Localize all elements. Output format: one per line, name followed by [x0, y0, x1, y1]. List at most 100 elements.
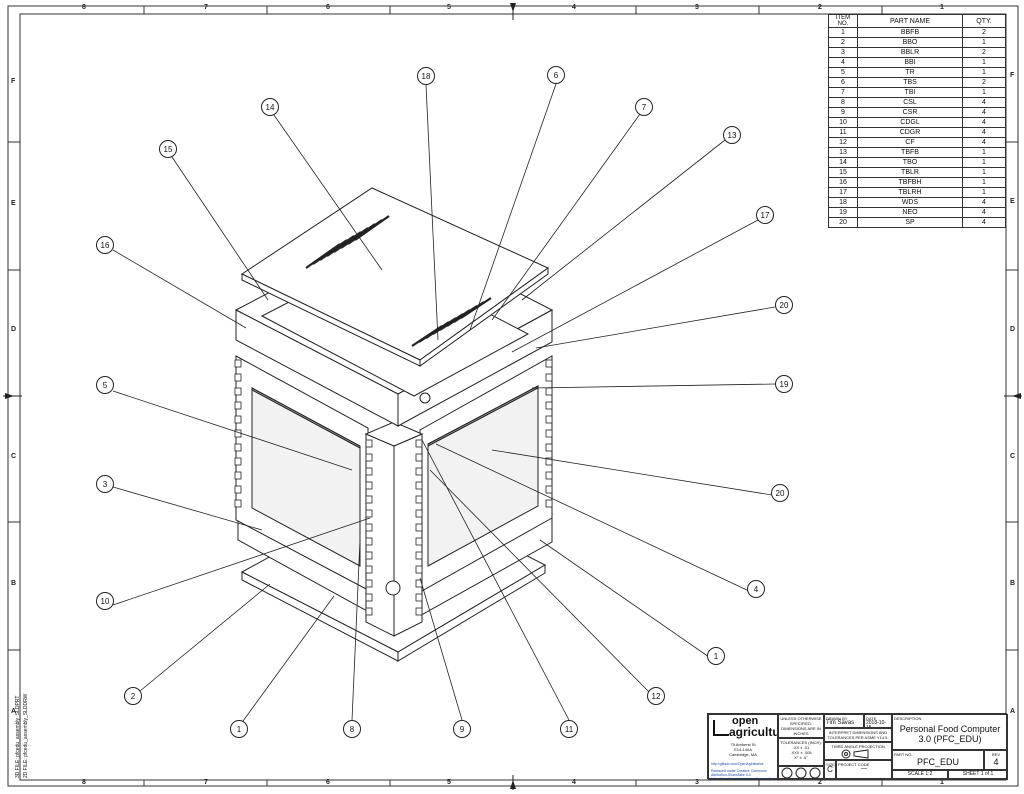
edge-tab	[365, 439, 373, 448]
license-text: Released under Creative Commons Attribut…	[711, 769, 775, 780]
license-icons	[778, 766, 824, 780]
callout-balloon: 19	[775, 375, 793, 393]
bom-item: 14	[828, 157, 858, 168]
open-agriculture-logo-icon	[713, 720, 729, 736]
castellation-tabs	[234, 359, 553, 616]
drawn-by-value: Tim Savas	[826, 720, 855, 726]
bom-part: BBI	[857, 57, 963, 68]
callout-leader-line	[242, 595, 335, 722]
bom-part: CDGL	[857, 117, 963, 128]
zone-row-label: F	[1010, 72, 1015, 79]
callout-balloon: 5	[96, 376, 114, 394]
bom-item: 15	[828, 167, 858, 178]
callout-balloon: 7	[635, 98, 653, 116]
edge-tab	[545, 373, 553, 382]
edge-tab	[545, 499, 553, 508]
projection-label: THIRD ANGLE PROJECTION	[831, 744, 885, 749]
zone-col-label: 1	[940, 779, 944, 786]
title-block: open agriculture 75 Amherst St E14-140A …	[707, 713, 1008, 780]
bom-header-item: ITEM NO.	[828, 14, 858, 28]
callout-balloon: 3	[96, 475, 114, 493]
zone-row-label: A	[1010, 708, 1016, 715]
callout-leader-line	[521, 139, 726, 301]
zone-col-label: 4	[572, 4, 576, 11]
zone-col-label: 2	[818, 779, 822, 786]
edge-tab	[415, 439, 423, 448]
bom-item: 17	[828, 187, 858, 198]
corner-column-left-face	[365, 433, 395, 637]
callout-leader-line	[421, 439, 570, 721]
zone-row-label: F	[11, 78, 16, 85]
third-angle-projection-icon	[841, 749, 869, 759]
leader-lines	[112, 83, 776, 722]
callout-leader-line	[171, 156, 269, 301]
callout-leader-line	[435, 443, 750, 592]
bom-item: 19	[828, 207, 858, 218]
edge-tab	[234, 499, 242, 508]
callout-leader-line	[429, 469, 650, 693]
bom-part: CDGR	[857, 127, 963, 138]
callout-balloon: 1	[707, 647, 725, 665]
bom-part: NEO	[857, 207, 963, 218]
bom-header-qty: QTY.	[962, 14, 1006, 28]
file-note-2d: 2D FILE: pfcedu_assembly_SLDDRW	[23, 693, 29, 778]
edge-tab	[365, 607, 373, 616]
bom-item: 9	[828, 107, 858, 118]
bom-qty: 1	[962, 177, 1006, 188]
edge-tab	[234, 443, 242, 452]
bom-part: TBS	[857, 77, 963, 88]
callout-leader-line	[273, 114, 383, 271]
zone-row-label: C	[11, 453, 17, 460]
github-link[interactable]: http://github.com/OpenAgInitiative	[711, 762, 764, 766]
bom-part: TBO	[857, 157, 963, 168]
zone-row-label: E	[11, 200, 16, 207]
bom-item: 7	[828, 87, 858, 98]
unless-specified: UNLESS OTHERWISE SPECIFIED: DIMENSIONS A…	[778, 714, 824, 738]
callout-balloon: 10	[96, 592, 114, 610]
bom-qty: 4	[962, 137, 1006, 148]
edge-tab	[545, 443, 553, 452]
tolerances-cell: TOLERANCES (INCH): .XX ± .01 .XXX ± .005…	[778, 738, 824, 766]
bom-qty: 1	[962, 187, 1006, 198]
size-cell: SIZE C	[824, 760, 836, 780]
edge-tab	[234, 429, 242, 438]
callout-leader-line	[112, 249, 247, 329]
date-label: DATE	[866, 716, 877, 721]
bom-qty: 1	[962, 87, 1006, 98]
logo-text-top: open	[732, 715, 759, 727]
center-marks	[3, 3, 1022, 790]
edge-tab	[234, 457, 242, 466]
zone-ticks	[8, 6, 1018, 786]
tolerances-label: TOLERANCES (INCH):	[780, 740, 822, 745]
edge-tab	[365, 593, 373, 602]
edge-tab	[234, 401, 242, 410]
bom-qty: 1	[962, 147, 1006, 158]
edge-tab	[545, 457, 553, 466]
zone-col-label: 6	[326, 4, 330, 11]
bom-part: CSL	[857, 97, 963, 108]
bom-item: 6	[828, 77, 858, 88]
edge-tab	[415, 509, 423, 518]
edge-tab	[365, 467, 373, 476]
date-cell: DATE 2018-10-15	[864, 714, 892, 728]
part-no-value: PFC_EDU	[916, 757, 959, 767]
edge-tab	[415, 565, 423, 574]
edge-tab	[365, 495, 373, 504]
bom-part: TBFBH	[857, 177, 963, 188]
edge-tab	[365, 523, 373, 532]
part-no-label: PART NO.	[894, 752, 913, 757]
edge-tab	[415, 453, 423, 462]
bom-part: CSR	[857, 107, 963, 118]
base-plate-edge-right	[397, 564, 546, 662]
project-code-value: —	[861, 766, 867, 772]
